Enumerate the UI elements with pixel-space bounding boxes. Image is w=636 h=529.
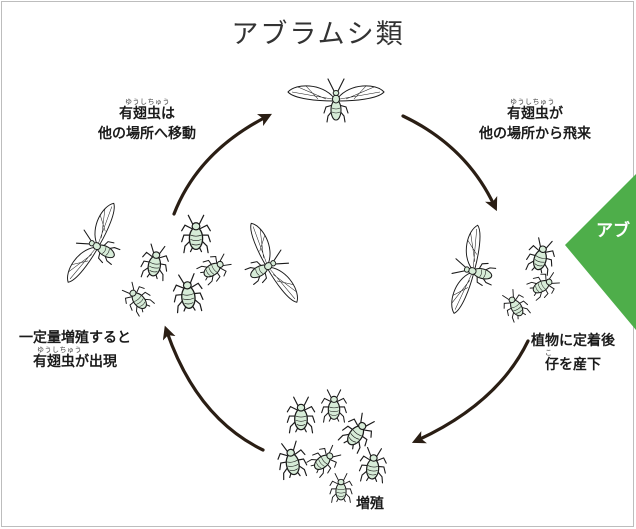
arrow-bottom-left (162, 325, 265, 452)
winged-aphid-icon (287, 78, 385, 123)
wingless-aphid-icon (523, 235, 559, 277)
caption-right: 植物に定着後 仔を産下 (518, 331, 628, 375)
wingless-aphid-icon (181, 214, 211, 254)
caption-top-left-line2: 他の場所へ移動 (98, 126, 196, 142)
caption-left-line1: 一定量増殖すると (19, 330, 131, 346)
caption-right-line2: 仔を産下 (545, 357, 601, 373)
wingless-aphid-icon (329, 473, 353, 503)
wingless-aphid-icon (117, 278, 157, 318)
wingless-aphid-icon (305, 440, 345, 480)
wingless-aphid-icon (497, 286, 533, 324)
winged-aphid-icon (226, 216, 309, 318)
arrow-top-left (172, 113, 272, 216)
caption-top-right: 有翅虫が 他の場所から飛来 (466, 104, 604, 144)
arrow-top-right (401, 114, 498, 212)
side-tag-shape (565, 174, 636, 330)
arrow-bottom-right (411, 339, 530, 444)
caption-left: 一定量増殖すると 有翅虫が出現 (10, 328, 140, 372)
wingless-aphid-icon (171, 272, 205, 314)
wingless-aphid-icon (525, 267, 563, 303)
caption-left-line2: 有翅虫が出現 (33, 354, 117, 370)
furigana-top-right: ゆうしちゅう (510, 98, 555, 106)
furigana-top-left: ゆうしちゅう (125, 98, 170, 106)
caption-top-left-line1: 有翅虫は (119, 106, 175, 122)
wingless-aphid-icon (274, 439, 310, 481)
wingless-aphid-icon (321, 389, 347, 423)
furigana-left: ゆうしちゅう (37, 346, 82, 354)
page-title: アブラムシ類 (231, 19, 405, 50)
wingless-aphid-icon (357, 446, 389, 484)
winged-aphid-icon (441, 221, 506, 322)
caption-bottom: 増殖 (356, 496, 384, 512)
side-tag-label: アブ (596, 221, 630, 241)
wingless-aphid-icon (138, 242, 172, 282)
cycle-arrow-icon (162, 113, 530, 452)
winged-aphid-icon (56, 196, 139, 298)
furigana-right: こ (545, 349, 553, 357)
caption-top-right-line1: 有翅虫が (507, 106, 563, 122)
caption-right-line1: 植物に定着後 (531, 333, 615, 349)
wingless-aphid-icon (286, 396, 316, 434)
caption-top-right-line2: 他の場所から飛来 (479, 126, 591, 142)
wingless-aphid-icon (195, 249, 235, 287)
caption-top-left: 有翅虫は 他の場所へ移動 (92, 104, 202, 144)
